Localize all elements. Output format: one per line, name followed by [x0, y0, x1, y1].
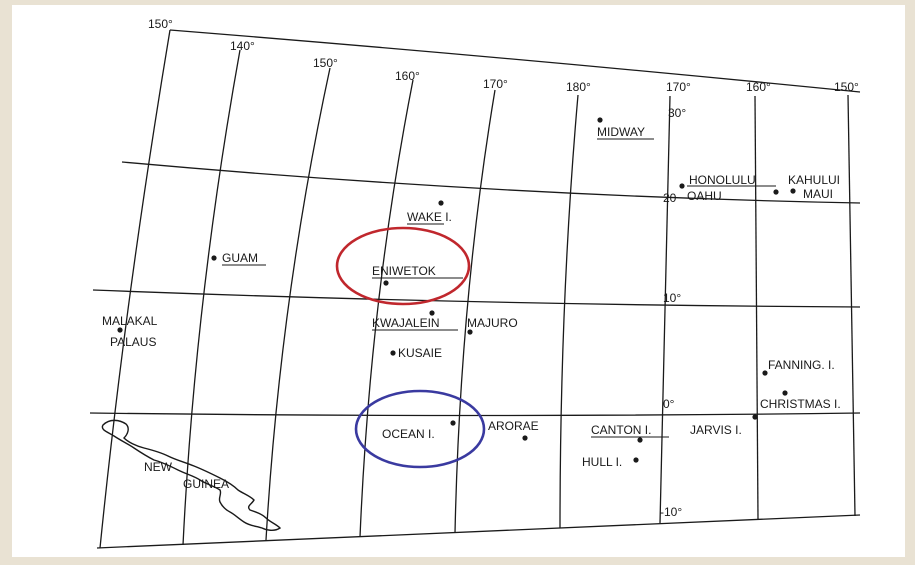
new-label: NEW — [144, 460, 173, 474]
map-paper — [12, 5, 905, 557]
hull-marker — [633, 457, 639, 463]
longitude-labels: 150° 140° 150° 160° 170° 180° 170° 160° … — [148, 17, 859, 94]
arorae-label: ARORAE — [488, 419, 539, 433]
majuro-label: MAJURO — [467, 316, 518, 330]
lat-label-0: 0° — [663, 397, 675, 411]
eniwetok-highlight-circle — [335, 226, 471, 306]
lat-label-30: 30° — [668, 106, 686, 120]
eniwetok-marker — [383, 280, 389, 286]
wake-marker — [438, 200, 444, 206]
eniwetok-label: ENIWETOK — [372, 264, 436, 278]
lat-label-10: 10° — [663, 291, 681, 305]
latitude-line-20 — [121, 161, 861, 204]
palaus-label: PALAUS — [110, 335, 156, 349]
jarvis-label: JARVIS I. — [690, 423, 742, 437]
majuro-marker — [467, 329, 473, 335]
lat-label-20: 20 — [663, 191, 677, 205]
oahu-marker — [773, 189, 779, 195]
malakal-label: MALAKAL — [102, 314, 158, 328]
midway-marker — [597, 117, 603, 123]
maui-label: MAUI — [803, 187, 833, 201]
place-markers — [117, 117, 796, 463]
longitude-line-7 — [659, 95, 671, 524]
longitude-line-2 — [182, 49, 241, 546]
jarvis-marker — [752, 414, 758, 420]
lon-label-8: 160° — [746, 80, 771, 94]
guam-marker — [211, 255, 217, 261]
new-guinea-coastline — [101, 419, 282, 531]
latitude-line-30 — [169, 29, 861, 93]
lon-label-3: 150° — [313, 56, 338, 70]
ocean-highlight-circle — [354, 389, 486, 469]
canton-label: CANTON I. — [591, 423, 651, 437]
kusaie-label: KUSAIE — [398, 346, 442, 360]
arorae-marker — [522, 435, 528, 441]
latitude-labels: 30° 20 10° 0° -10° — [660, 106, 686, 519]
lon-label-2: 140° — [230, 39, 255, 53]
longitude-line-1 — [99, 29, 171, 549]
lon-label-9: 150° — [834, 80, 859, 94]
lat-label-minus10: -10° — [660, 505, 682, 519]
fanning-marker — [762, 370, 768, 376]
longitude-line-9 — [847, 94, 856, 517]
guinea-label: GUINEA — [183, 477, 229, 491]
lon-label-6: 180° — [566, 80, 591, 94]
oahu-label: OAHU — [687, 189, 722, 203]
midway-label: MIDWAY — [597, 125, 645, 139]
lon-label-5: 170° — [483, 77, 508, 91]
longitude-lines — [99, 29, 856, 549]
fanning-label: FANNING. I. — [768, 358, 835, 372]
kwajalein-marker — [429, 310, 435, 316]
hull-label: HULL I. — [582, 455, 622, 469]
malakal-marker — [117, 327, 123, 333]
maui-marker — [790, 188, 796, 194]
honolulu-marker — [679, 183, 685, 189]
lon-label-1: 150° — [148, 17, 173, 31]
longitude-line-6 — [559, 94, 579, 529]
place-labels: MIDWAY HONOLULU OAHU KAHULUI MAUI WAKE I… — [102, 125, 841, 491]
kwajalein-label: KWAJALEIN — [372, 316, 440, 330]
ocean-marker — [450, 420, 456, 426]
canton-marker — [637, 437, 643, 443]
ocean-label: OCEAN I. — [382, 427, 435, 441]
guam-label: GUAM — [222, 251, 258, 265]
lon-label-4: 160° — [395, 69, 420, 83]
longitude-line-8 — [754, 95, 759, 520]
equator-line — [89, 412, 861, 417]
kusaie-marker — [390, 350, 396, 356]
christmas-label: CHRISTMAS I. — [760, 397, 841, 411]
kahului-label: KAHULUI — [788, 173, 840, 187]
lon-label-7: 170° — [666, 80, 691, 94]
christmas-marker — [782, 390, 788, 396]
longitude-line-4 — [359, 79, 414, 538]
wake-label: WAKE I. — [407, 210, 452, 224]
name-underlines — [222, 138, 776, 438]
honolulu-label: HONOLULU — [689, 173, 756, 187]
longitude-line-5 — [454, 89, 496, 534]
longitude-line-3 — [265, 67, 331, 541]
